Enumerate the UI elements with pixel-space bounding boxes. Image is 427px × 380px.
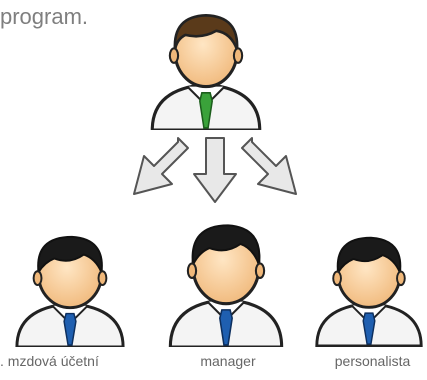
arrow-down-icon bbox=[193, 137, 237, 203]
manager-avatar-icon bbox=[164, 213, 288, 347]
hr-avatar-icon bbox=[311, 229, 427, 347]
arrow-left-icon bbox=[133, 137, 189, 195]
text-fragment: program. bbox=[0, 4, 89, 29]
arrows-group bbox=[133, 137, 297, 203]
label-hr: personalista bbox=[334, 353, 411, 369]
arrow-right-icon bbox=[241, 137, 297, 195]
label-accountant: . mzdová účetní bbox=[0, 353, 99, 369]
tie-shape bbox=[199, 92, 213, 129]
accountant-avatar-icon bbox=[8, 229, 132, 347]
label-manager: manager bbox=[200, 353, 256, 369]
boss-avatar-icon bbox=[144, 6, 268, 130]
